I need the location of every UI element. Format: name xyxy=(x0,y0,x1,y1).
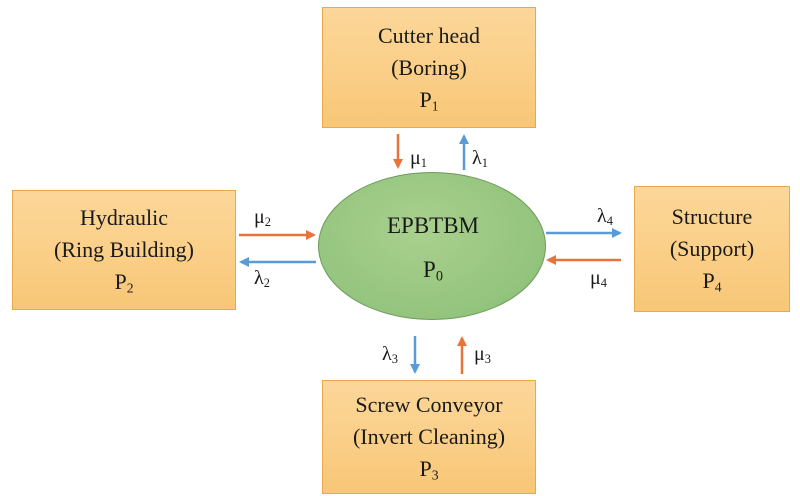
center-node-state: P0 xyxy=(423,257,443,285)
node-screw-conveyor-state: P3 xyxy=(419,456,439,483)
rate-label-lambda1: λ1 xyxy=(472,147,488,171)
node-structure-line1: Structure xyxy=(671,204,753,229)
rate-label-lambda4: λ4 xyxy=(597,205,613,229)
node-cutter-head: Cutter head (Boring) P1 xyxy=(322,7,536,128)
node-screw-conveyor-line2: (Invert Cleaning) xyxy=(352,424,506,449)
center-node-title: EPBTBM xyxy=(386,213,480,238)
node-hydraulic-state: P2 xyxy=(114,269,134,296)
node-structure-state: P4 xyxy=(702,268,722,295)
node-cutter-head-line2: (Boring) xyxy=(391,54,467,80)
node-cutter-head-state: P1 xyxy=(419,86,439,113)
rate-label-mu1: μ1 xyxy=(410,147,427,171)
node-hydraulic-line1: Hydraulic xyxy=(80,205,168,230)
node-hydraulic: Hydraulic (Ring Building) P2 xyxy=(12,190,236,310)
node-screw-conveyor-line1: Screw Conveyor xyxy=(355,392,503,417)
rate-label-mu3: μ3 xyxy=(474,343,491,367)
node-screw-conveyor: Screw Conveyor (Invert Cleaning) P3 xyxy=(322,380,536,494)
node-cutter-head-line1: Cutter head xyxy=(377,22,481,48)
node-structure-line2: (Support) xyxy=(669,236,755,261)
rate-label-mu2: μ2 xyxy=(254,206,271,230)
rate-label-lambda2: λ2 xyxy=(254,267,270,291)
rate-label-mu4: μ4 xyxy=(590,267,607,291)
node-structure: Structure (Support) P4 xyxy=(634,186,790,312)
center-node-epbtbm: EPBTBM P0 xyxy=(318,172,546,320)
node-hydraulic-line2: (Ring Building) xyxy=(54,237,194,262)
rate-label-lambda3: λ3 xyxy=(382,343,398,367)
